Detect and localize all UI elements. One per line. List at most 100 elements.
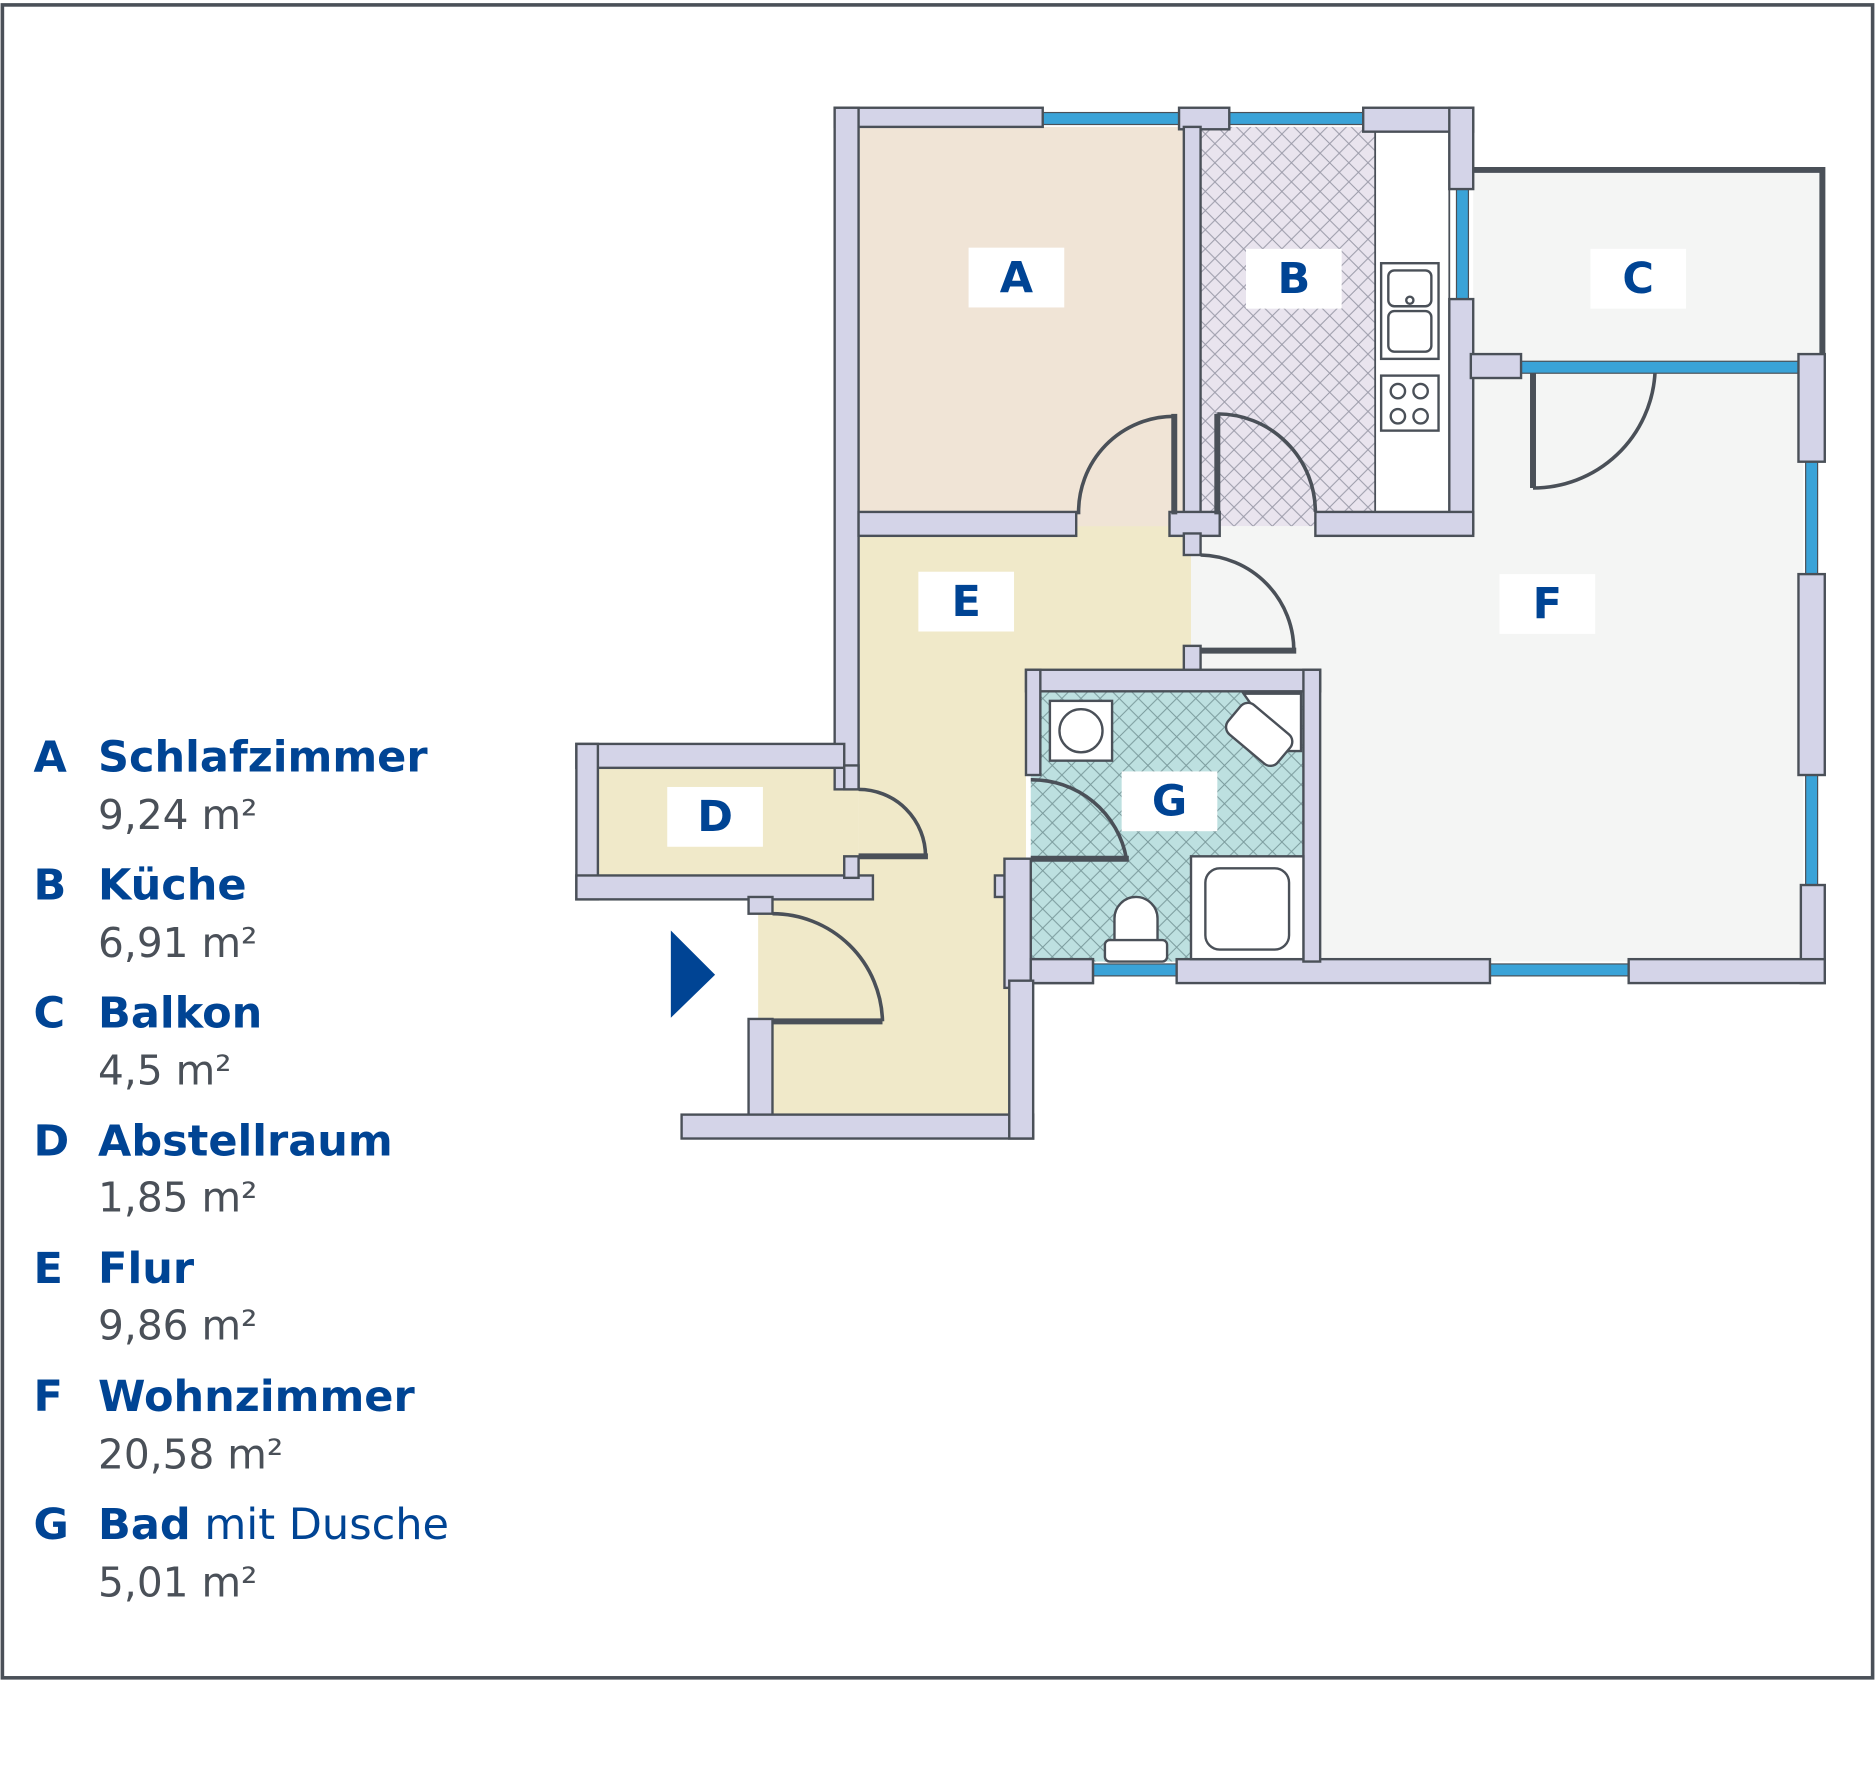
wall	[843, 855, 860, 880]
stove-burner	[1389, 407, 1407, 425]
legend-item-e: E Flur 9,86 m²	[33, 1244, 257, 1349]
room-label-text: B	[1277, 254, 1310, 304]
wall	[1024, 668, 1322, 693]
room-label-text: C	[1622, 254, 1654, 304]
wall	[1029, 957, 1095, 985]
legend-name-suffix: mit Dusche	[191, 1500, 449, 1550]
room-f-floor	[1191, 373, 1804, 962]
room-label-c: C	[1590, 248, 1687, 309]
wall	[1177, 106, 1231, 131]
room-label-b: B	[1246, 248, 1342, 309]
window	[1805, 461, 1819, 578]
room-label-text: F	[1533, 579, 1562, 629]
room-a-floor	[858, 126, 1187, 529]
room-label-f: F	[1499, 574, 1596, 634]
sink-basin	[1387, 269, 1433, 308]
legend-area: 20,58 m²	[98, 1431, 283, 1479]
wall	[1008, 979, 1035, 1140]
legend-name: Flur	[98, 1244, 195, 1294]
sink-basin	[1387, 309, 1433, 353]
walls	[575, 106, 1826, 1140]
entrance-door	[772, 911, 885, 1022]
legend-item-b: B Küche 6,91 m²	[33, 860, 257, 966]
legend-letter: A	[33, 732, 67, 782]
balcony-railing	[1473, 166, 1826, 357]
wall	[1182, 125, 1202, 516]
wall	[857, 510, 1078, 538]
legend-name-bold: Bad	[98, 1500, 191, 1550]
room-label-d: D	[667, 786, 763, 847]
wall	[843, 764, 860, 791]
wall	[1175, 957, 1492, 985]
legend-area: 9,86 m²	[98, 1301, 257, 1349]
legend-item-a: A Schlafzimmer 9,24 m²	[33, 732, 428, 838]
legend: A Schlafzimmer 9,24 m² B Küche 6,91 m² C…	[33, 732, 449, 1606]
legend-name: Wohnzimmer	[98, 1372, 415, 1422]
sink-drain	[1405, 295, 1415, 306]
washbasin-bowl	[1224, 701, 1294, 768]
window	[1455, 188, 1470, 303]
window	[1042, 111, 1183, 126]
room-label-text: G	[1152, 777, 1187, 827]
room-label-g: G	[1121, 771, 1218, 832]
stove-burner	[1412, 382, 1429, 400]
legend-area: 9,24 m²	[98, 791, 257, 839]
wall	[680, 1113, 1035, 1140]
room-label-a: A	[968, 247, 1065, 308]
door-c	[1533, 373, 1657, 490]
legend-letter: G	[33, 1500, 68, 1550]
fixtures	[1048, 262, 1440, 963]
wall	[575, 742, 846, 770]
room-label-text: A	[1000, 253, 1034, 303]
room-label-text: D	[697, 792, 733, 842]
legend-letter: C	[33, 988, 65, 1038]
door-g	[1030, 777, 1129, 860]
wall	[1448, 297, 1475, 535]
wall	[1448, 106, 1475, 191]
legend-area: 6,91 m²	[98, 919, 257, 967]
door-f	[1200, 553, 1296, 651]
wall	[833, 106, 1044, 129]
wall	[575, 874, 875, 901]
wall	[1182, 532, 1202, 557]
room-b-floor	[1200, 126, 1376, 527]
window	[1489, 963, 1632, 977]
wall	[747, 1017, 774, 1119]
legend-item-c: C Balkon 4,5 m²	[33, 988, 262, 1094]
legend-area: 1,85 m²	[98, 1173, 257, 1221]
legend-area: 4,5 m²	[98, 1047, 231, 1095]
toilet-tank	[1103, 938, 1169, 963]
room-label-text: E	[951, 577, 980, 627]
legend-letter: F	[33, 1372, 62, 1422]
door-a	[1076, 414, 1175, 515]
legend-item-f: F Wohnzimmer 20,58 m²	[33, 1372, 415, 1478]
legend-name: Abstellraum	[98, 1116, 393, 1166]
legend-letter: D	[33, 1116, 69, 1166]
entrance-arrow-icon	[670, 930, 716, 1018]
window	[1520, 360, 1802, 374]
legend-area: 5,01 m²	[98, 1559, 257, 1607]
wall	[1469, 352, 1523, 380]
stove-burner	[1389, 382, 1407, 400]
wall	[1627, 957, 1826, 985]
door-d	[858, 787, 928, 857]
window	[1092, 963, 1180, 977]
door-b	[1217, 412, 1318, 512]
toilet-icon	[1113, 895, 1159, 944]
wall	[1314, 510, 1475, 538]
legend-name: Balkon	[98, 988, 262, 1038]
wall	[1003, 857, 1032, 990]
legend-item-g: G Bad mit Dusche 5,01 m²	[33, 1500, 449, 1606]
wall	[1024, 668, 1042, 777]
legend-item-d: D Abstellraum 1,85 m²	[33, 1116, 392, 1221]
room-label-e: E	[918, 571, 1015, 632]
window	[1228, 111, 1367, 126]
wall	[1302, 668, 1322, 963]
legend-letter: B	[33, 860, 66, 910]
stove-burner	[1412, 407, 1429, 425]
shower-tray-inner	[1204, 867, 1291, 951]
stove-icon	[1379, 374, 1440, 432]
wall	[1797, 572, 1826, 777]
wall	[747, 895, 774, 915]
